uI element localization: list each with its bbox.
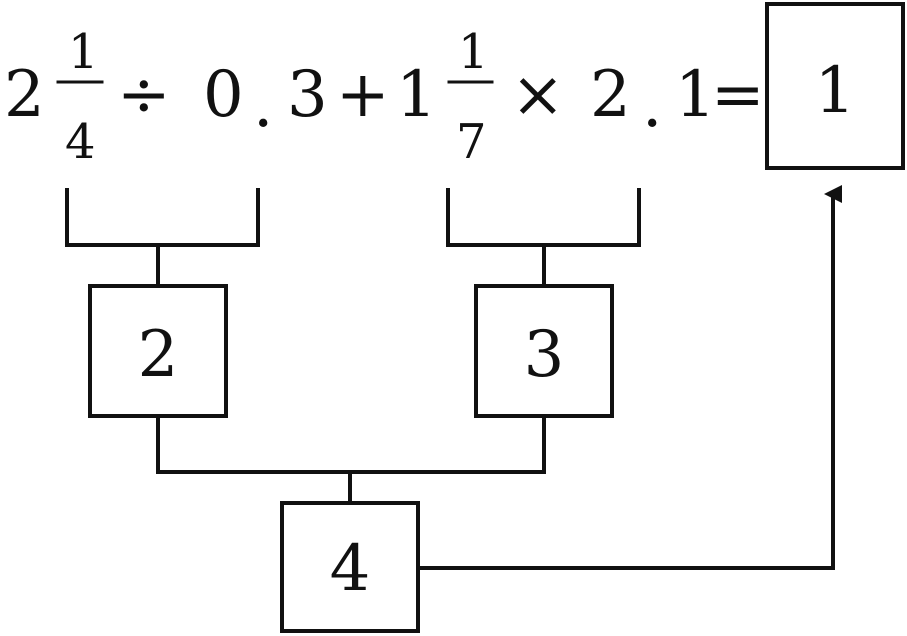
mixed-1-denominator: 4 bbox=[65, 114, 96, 170]
mixed-2-numerator: 1 bbox=[458, 24, 489, 80]
divide-sign: ÷ bbox=[117, 58, 171, 132]
mixed-1-numerator: 1 bbox=[68, 24, 99, 80]
decimal-2-integer: 2 bbox=[590, 58, 631, 132]
right-step-box bbox=[474, 284, 614, 418]
plus-sign: + bbox=[336, 58, 390, 132]
left-bracket bbox=[65, 188, 260, 247]
decimal-2-point: . bbox=[642, 68, 662, 142]
expression-row: 2 1 4 ÷ 0 . 3 + 1 1 7 × 2 . 1 = bbox=[4, 24, 765, 170]
combined-step-box-label: 4 bbox=[330, 532, 371, 606]
result-box-label: 1 bbox=[815, 54, 856, 128]
left-step-box bbox=[88, 284, 228, 418]
decimal-2-fraction: 1 bbox=[675, 58, 716, 132]
decimal-1-point: . bbox=[253, 68, 273, 142]
result-box bbox=[765, 2, 905, 170]
merge-connector bbox=[156, 414, 546, 474]
times-sign: × bbox=[511, 58, 565, 132]
right-step-box-label: 3 bbox=[524, 318, 565, 392]
right-bracket bbox=[446, 188, 641, 247]
mixed-2-whole: 1 bbox=[396, 58, 437, 132]
mixed-2-denominator: 7 bbox=[456, 114, 487, 170]
decimal-1-fraction: 3 bbox=[287, 58, 328, 132]
decimal-1-integer: 0 bbox=[203, 58, 244, 132]
result-arrow bbox=[416, 185, 842, 570]
left-step-box-label: 2 bbox=[138, 318, 179, 392]
mixed-1-whole: 2 bbox=[4, 58, 45, 132]
equals-sign: = bbox=[711, 58, 765, 132]
